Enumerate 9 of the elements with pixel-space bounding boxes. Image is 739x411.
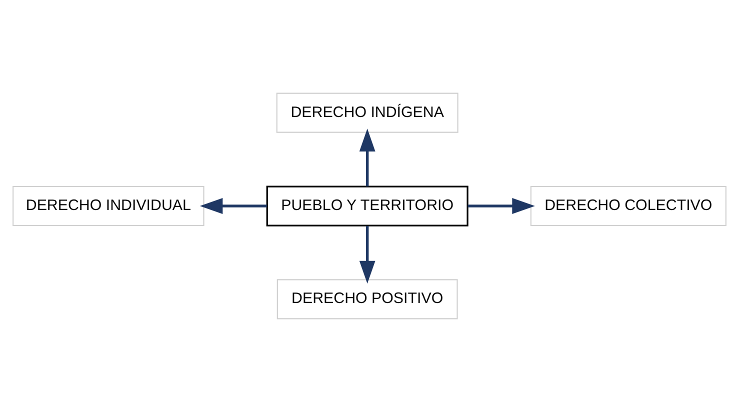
node-box: DERECHO COLECTIVO [530, 185, 726, 226]
arrow [468, 198, 535, 214]
node-box: DERECHO POSITIVO [276, 278, 458, 319]
arrow [200, 198, 267, 214]
node-box: DERECHO INDÍGENA [276, 92, 458, 132]
arrow [359, 128, 376, 186]
node-box: DERECHO INDIVIDUAL [12, 185, 204, 226]
arrow [359, 225, 376, 284]
node-box: PUEBLO Y TERRITORIO [266, 185, 468, 226]
